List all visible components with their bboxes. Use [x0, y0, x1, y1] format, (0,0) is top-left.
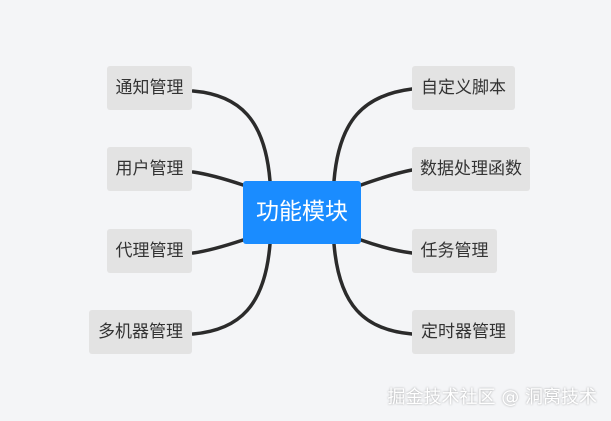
branch-node-user-management[interactable]: 用户管理: [107, 147, 192, 191]
edge-to-right-2: [359, 238, 414, 255]
edge-to-left-0: [191, 89, 272, 183]
edge-to-right-1: [359, 168, 414, 187]
watermark: 掘金技术社区 @ 洞窝技术: [387, 387, 597, 408]
branch-node-task-management[interactable]: 任务管理: [412, 229, 497, 273]
branch-node-proxy-management[interactable]: 代理管理: [107, 229, 192, 273]
edge-to-right-3: [332, 242, 414, 336]
branch-node-notification-management[interactable]: 通知管理: [107, 66, 192, 110]
edge-to-right-0: [332, 87, 414, 183]
branch-node-multi-machine-management[interactable]: 多机器管理: [89, 310, 192, 354]
branch-node-timer-management[interactable]: 定时器管理: [412, 310, 515, 354]
center-node-feature-modules[interactable]: 功能模块: [243, 181, 361, 244]
edge-to-left-1: [191, 170, 245, 187]
branch-node-data-processing-functions[interactable]: 数据处理函数: [412, 147, 530, 191]
edge-to-left-3: [191, 242, 272, 336]
branch-node-custom-script[interactable]: 自定义脚本: [412, 66, 515, 110]
edge-to-left-2: [191, 238, 245, 255]
